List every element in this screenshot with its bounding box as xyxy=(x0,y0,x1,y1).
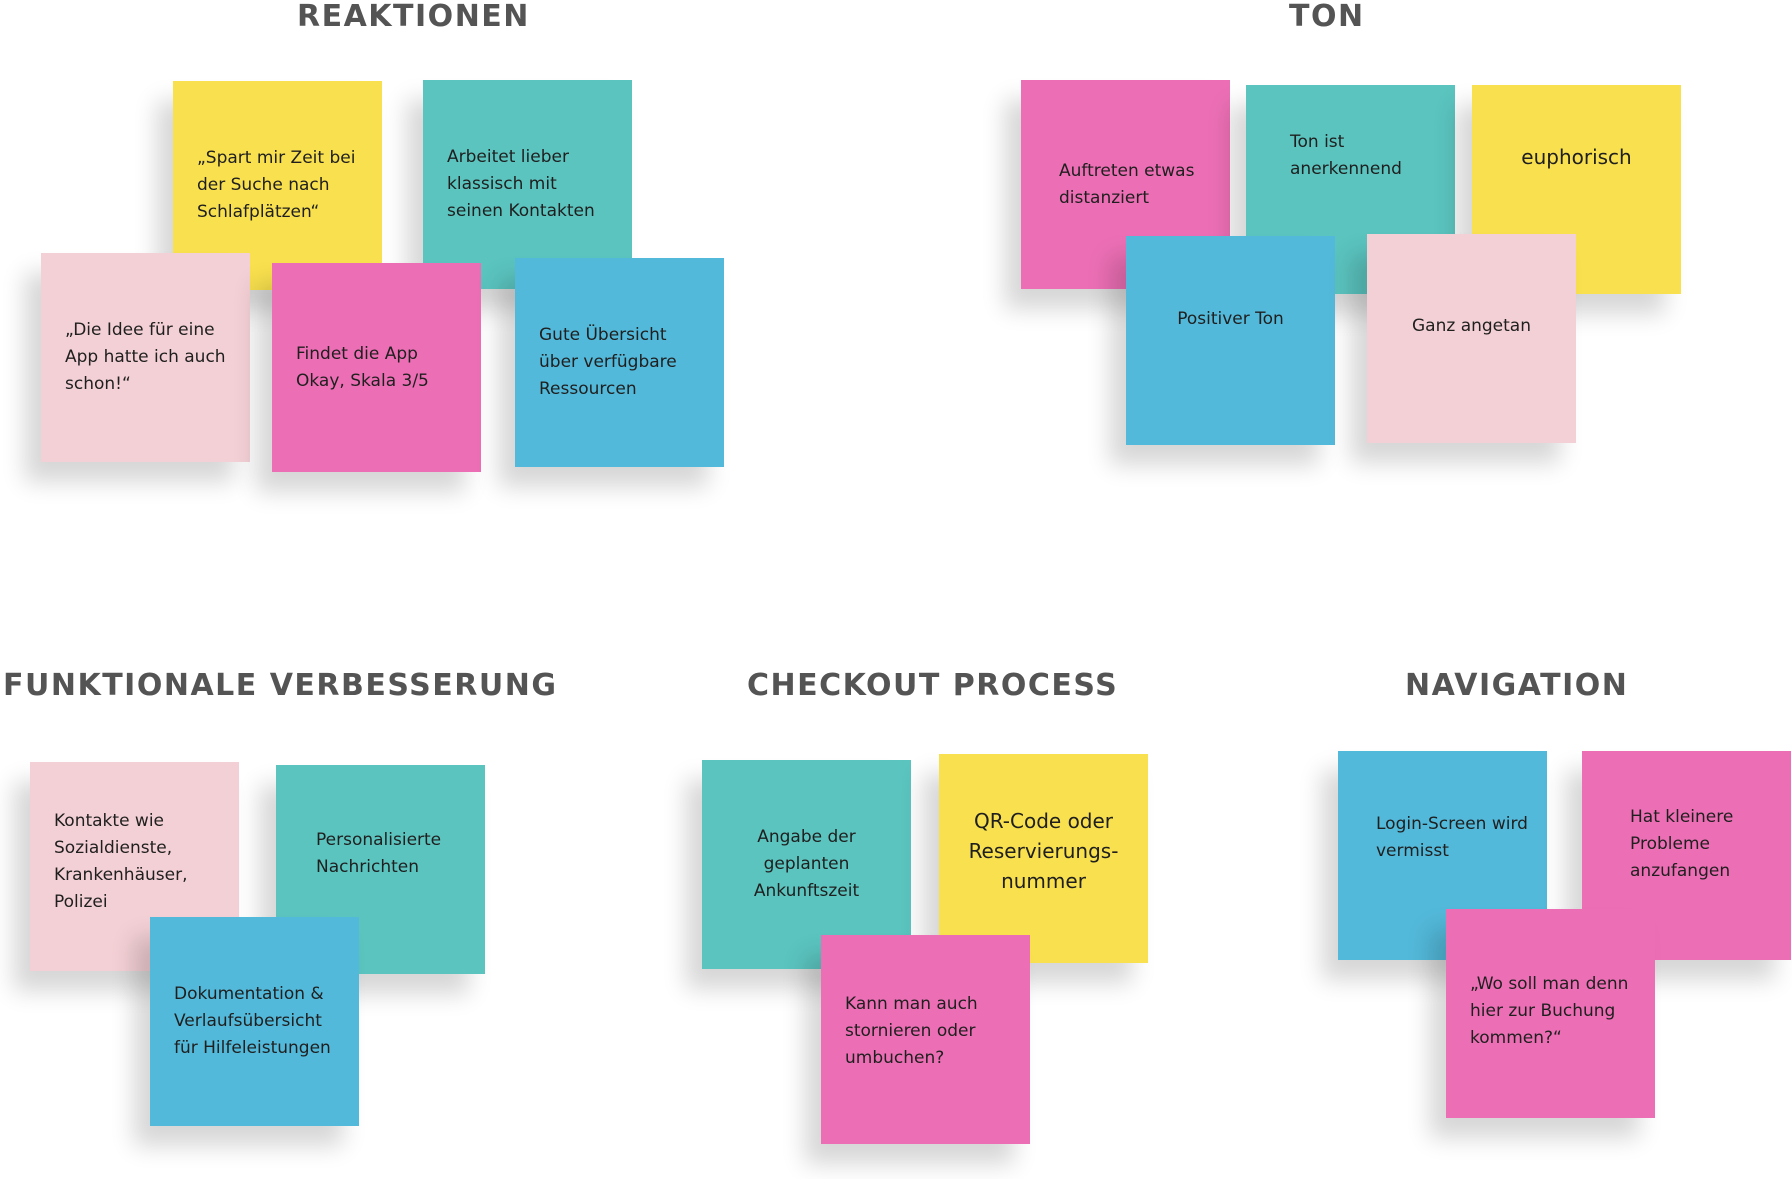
sticky-note: Positiver Ton xyxy=(1126,236,1335,445)
section-title-funktionale-verbesserung: FUNKTIONALE VERBESSERUNG xyxy=(3,668,558,703)
sticky-note: „Die Idee für eine App hatte ich auch sc… xyxy=(41,253,250,462)
sticky-note: Gute Übersicht über verfügbare Ressource… xyxy=(515,258,724,467)
sticky-note: Kann man auch stornieren oder umbuchen? xyxy=(821,935,1030,1144)
section-title-reaktionen: REAKTIONEN xyxy=(297,0,530,34)
sticky-note: QR-Code oder Reservierungs- nummer xyxy=(939,754,1148,963)
section-title-ton: TON xyxy=(1289,0,1365,34)
sticky-note: Angabe der geplanten Ankunftszeit xyxy=(702,760,911,969)
sticky-note: Dokumentation & Verlaufsübersicht für Hi… xyxy=(150,917,359,1126)
sticky-note: „Wo soll man denn hier zur Buchung komme… xyxy=(1446,909,1655,1118)
sticky-note: Ganz angetan xyxy=(1367,234,1576,443)
sticky-note: Findet die App Okay, Skala 3/5 xyxy=(272,263,481,472)
sticky-note: Arbeitet lieber klassisch mit seinen Kon… xyxy=(423,80,632,289)
section-title-checkout-process: CHECKOUT PROCESS xyxy=(747,668,1119,703)
section-title-navigation: NAVIGATION xyxy=(1405,668,1629,703)
